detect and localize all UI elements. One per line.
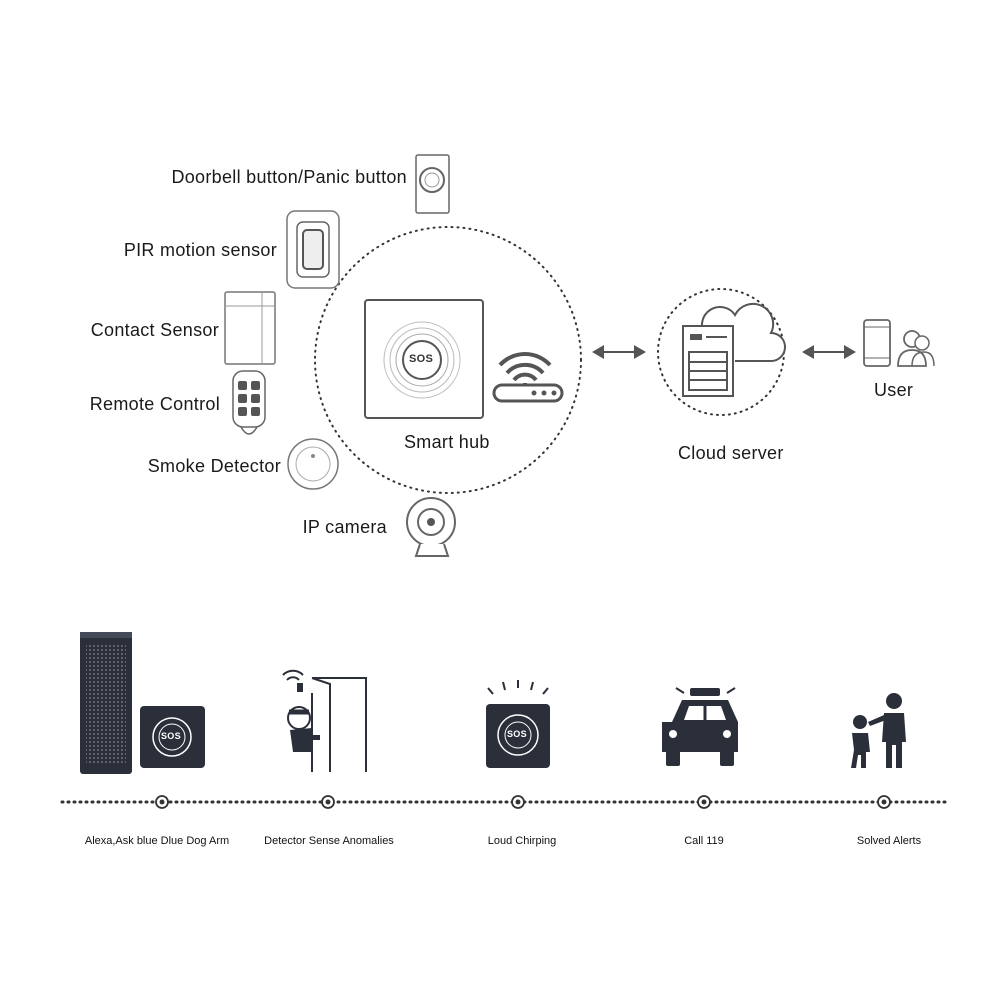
arrow-hub-cloud xyxy=(592,345,646,359)
cloud-server-icon xyxy=(657,288,786,416)
hub-label: Smart hub xyxy=(404,432,490,452)
device-label-ip-camera: IP camera xyxy=(302,517,387,537)
timeline-chirp-sos-text: SOS xyxy=(507,729,527,739)
remote-control-icon xyxy=(232,370,266,435)
device-label-pir-sensor: PIR motion sensor xyxy=(123,240,277,260)
intruder-door-icon xyxy=(282,669,367,772)
arrow-cloud-user xyxy=(802,345,856,359)
timeline-step-label: Alexa,Ask blue Dlue Dog Arm xyxy=(84,835,230,847)
timeline-step-label: Call 119 xyxy=(684,835,724,847)
timeline-step-label: Loud Chirping xyxy=(487,835,557,847)
pir-sensor-icon xyxy=(286,210,340,289)
user-label: User xyxy=(874,380,914,400)
device-label-remote-control: Remote Control xyxy=(89,394,220,414)
chirping-hub-icon xyxy=(486,680,550,768)
panic-button-icon xyxy=(415,154,450,214)
user-phone-icon xyxy=(863,319,935,367)
hub-sos-text: SOS xyxy=(409,353,434,365)
timeline-step-label: Solved Alerts xyxy=(856,835,922,847)
device-label-panic-button: Doorbell button/Panic button xyxy=(171,167,407,187)
hub-dotted-circle xyxy=(314,226,582,494)
alexa-speaker-icon xyxy=(80,632,205,774)
smart-hub-device xyxy=(364,299,484,419)
contact-sensor-icon xyxy=(224,291,276,365)
timeline-alexa-sos-text: SOS xyxy=(161,731,181,741)
timeline-step-label: Detector Sense Anomalies xyxy=(264,835,394,847)
smoke-detector-icon xyxy=(287,438,339,490)
ip-camera-icon xyxy=(406,497,456,557)
top-diagram-graphics xyxy=(224,154,935,557)
police-car-icon xyxy=(662,687,738,766)
timeline-marker xyxy=(155,795,891,809)
device-label-contact-sensor: Contact Sensor xyxy=(90,320,219,340)
people-icon xyxy=(851,693,906,768)
device-label-smoke-detector: Smoke Detector xyxy=(147,456,281,476)
router-wifi-icon xyxy=(492,352,564,403)
cloud-label: Cloud server xyxy=(678,443,784,463)
